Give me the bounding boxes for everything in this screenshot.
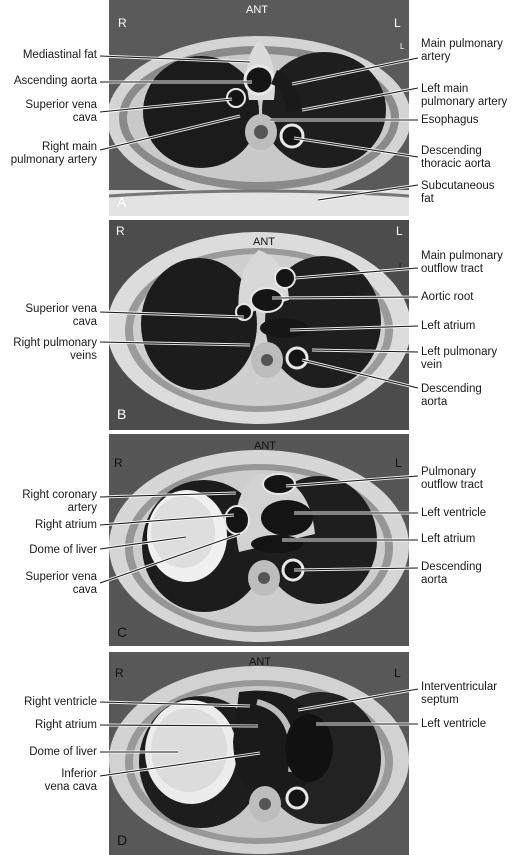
label-superior-vena-cava: Superior vena cava bbox=[25, 303, 97, 328]
label-inferior-vena-cava: Inferior vena cava bbox=[44, 768, 97, 793]
label-left-main-pulmonary-artery: Left main pulmonary artery bbox=[421, 83, 508, 108]
label-superior-vena-cava: Superior vena cava bbox=[25, 99, 97, 124]
ant-label: ANT bbox=[249, 656, 271, 668]
label-descending-aorta: Descending aorta bbox=[421, 561, 482, 586]
ant-label: ANT bbox=[254, 440, 276, 452]
label-left-ventricle: Left ventricle bbox=[421, 507, 487, 519]
label-left-atrium: Left atrium bbox=[421, 533, 476, 545]
label-dome-of-liver: Dome of liver bbox=[29, 544, 97, 556]
panel-letter: B bbox=[117, 406, 127, 422]
label-left-pulmonary-vein: Left pulmonary vein bbox=[421, 346, 498, 371]
label-left-ventricle: Left ventricle bbox=[421, 718, 487, 730]
mri-panel-a: ANT R L L A bbox=[109, 0, 409, 216]
panel-letter: D bbox=[117, 832, 128, 848]
right-side-marker: R bbox=[118, 16, 127, 30]
label-right-atrium: Right atrium bbox=[35, 719, 97, 731]
left-side-marker: L bbox=[394, 666, 401, 680]
right-side-marker: R bbox=[114, 456, 123, 470]
mri-panel-c: ANT R L C bbox=[109, 434, 409, 646]
mri-panel-d: ANT R L D bbox=[109, 652, 409, 855]
right-side-marker: R bbox=[116, 224, 125, 238]
label-main-pulmonary-artery: Main pulmonary artery bbox=[421, 38, 503, 63]
mri-image-c bbox=[109, 434, 409, 646]
label-subcutaneous-fat: Subcutaneous fat bbox=[421, 180, 495, 205]
label-right-pulmonary-veins: Right pulmonary veins bbox=[13, 337, 97, 362]
panel-letter: A bbox=[117, 194, 127, 210]
mri-image-b bbox=[109, 220, 409, 430]
label-right-coronary-artery: Right coronary artery bbox=[22, 489, 97, 514]
label-descending-aorta: Descending aorta bbox=[421, 383, 482, 408]
ant-label: ANT bbox=[253, 236, 275, 248]
mri-image-a bbox=[109, 0, 409, 216]
label-dome-of-liver: Dome of liver bbox=[29, 746, 97, 758]
label-main-pulmonary-outflow-tract: Main pulmonary outflow tract bbox=[421, 250, 503, 275]
left-side-marker: L bbox=[395, 456, 402, 470]
label-left-atrium: Left atrium bbox=[421, 320, 476, 332]
mri-panel-b: ANT R L L B bbox=[109, 220, 409, 430]
label-descending-thoracic-aorta: Descending thoracic aorta bbox=[421, 145, 491, 170]
mri-image-d bbox=[109, 652, 409, 855]
label-ascending-aorta: Ascending aorta bbox=[13, 75, 97, 87]
small-left-marker: L bbox=[399, 262, 404, 271]
ant-label: ANT bbox=[246, 4, 268, 16]
label-interventricular-septum: Interventricular septum bbox=[421, 681, 498, 706]
small-left-marker: L bbox=[400, 42, 405, 51]
left-side-marker: L bbox=[394, 16, 401, 30]
left-side-marker: L bbox=[396, 224, 403, 238]
label-right-atrium: Right atrium bbox=[35, 519, 97, 531]
label-mediastinal-fat: Mediastinal fat bbox=[22, 49, 97, 61]
label-right-ventricle: Right ventricle bbox=[24, 696, 97, 708]
label-right-main-pulmonary-artery: Right main pulmonary artery bbox=[10, 141, 97, 166]
right-side-marker: R bbox=[115, 666, 124, 680]
label-esophagus: Esophagus bbox=[421, 114, 479, 126]
label-superior-vena-cava: Superior vena cava bbox=[25, 571, 97, 596]
panel-letter: C bbox=[117, 624, 128, 640]
label-pulmonary-outflow-tract: Pulmonary outflow tract bbox=[421, 466, 483, 491]
label-aortic-root: Aortic root bbox=[421, 291, 474, 303]
